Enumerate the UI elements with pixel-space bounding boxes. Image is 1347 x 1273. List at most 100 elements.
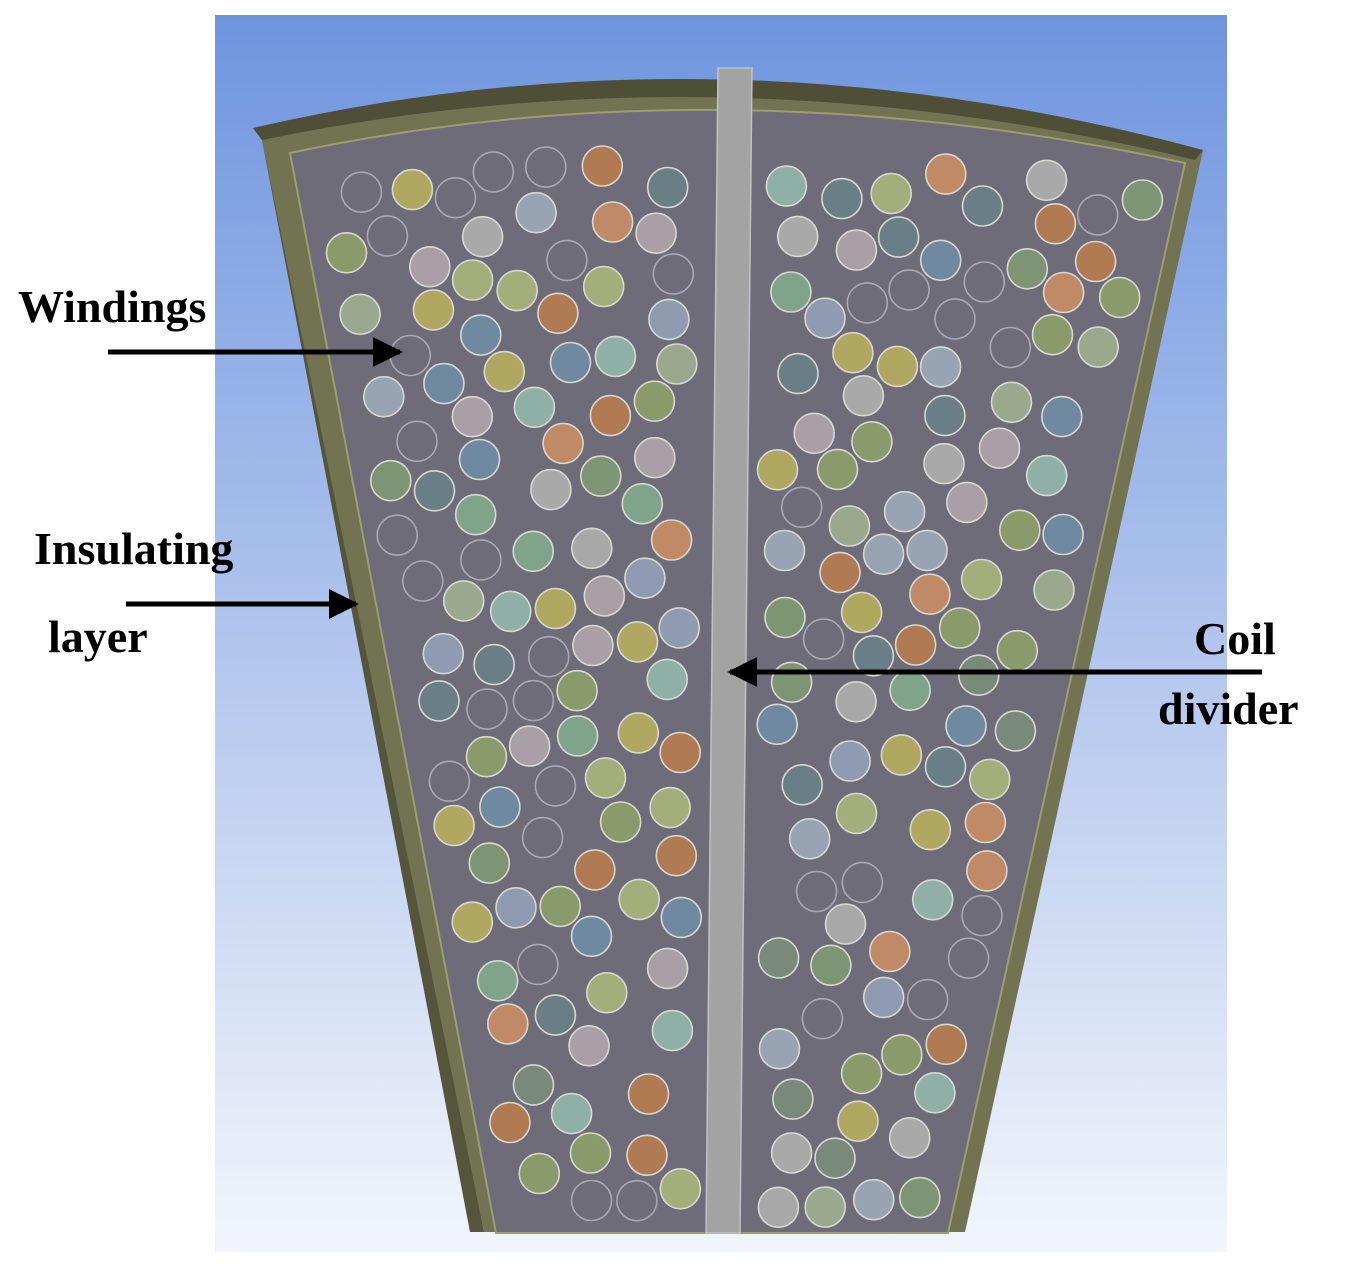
winding-conductor	[616, 621, 659, 663]
winding-conductor	[369, 459, 412, 502]
winding-conductor	[824, 903, 867, 945]
winding-conductor	[648, 298, 690, 341]
winding-conductor	[777, 352, 819, 395]
winding-conductor	[919, 239, 962, 282]
winding-conductor	[513, 386, 556, 429]
winding-conductor	[770, 1132, 813, 1174]
winding-conductor	[512, 530, 555, 573]
winding-conductor	[888, 1117, 931, 1159]
coil-divider-label-line2: divider	[1158, 683, 1299, 734]
winding-conductor	[660, 896, 703, 939]
winding-conductor	[479, 786, 521, 828]
winding-conductor	[570, 527, 613, 570]
winding-conductor	[835, 792, 878, 835]
winding-conductor	[465, 735, 508, 778]
winding-conductor	[795, 870, 838, 913]
winding-conductor	[460, 539, 502, 581]
winding-conductor	[451, 395, 494, 438]
winding-conductor	[589, 394, 632, 437]
winding-conductor	[556, 715, 599, 757]
winding-conductor	[512, 679, 555, 722]
winding-conductor	[508, 725, 551, 767]
winding-conductor	[624, 557, 666, 600]
winding-conductor	[451, 901, 494, 943]
winding-conductor	[880, 1034, 923, 1076]
winding-conductor	[423, 362, 465, 405]
winding-conductor	[618, 878, 661, 921]
winding-conductor	[626, 1134, 668, 1177]
winding-conductor	[376, 514, 419, 557]
winding-conductor	[651, 1009, 694, 1052]
winding-conductor	[832, 331, 874, 374]
winding-conductor	[542, 422, 584, 465]
coil-divider-label-line1: Coil	[1194, 613, 1276, 664]
winding-conductor	[466, 688, 508, 730]
winding-conductor	[829, 740, 871, 782]
winding-conductor	[998, 509, 1041, 552]
winding-conductor	[968, 758, 1011, 801]
winding-conductor	[802, 618, 845, 660]
winding-conductor	[489, 590, 532, 633]
winding-conductor	[627, 1073, 670, 1115]
winding-conductor	[852, 1178, 895, 1221]
winding-conductor	[906, 978, 949, 1021]
winding-conductor	[635, 212, 677, 254]
winding-conductor	[924, 745, 967, 788]
winding-conductor	[366, 215, 409, 257]
winding-conductor	[938, 607, 981, 649]
winding-conductor	[512, 1064, 555, 1106]
winding-conductor	[801, 997, 844, 1040]
winding-conductor	[819, 551, 861, 594]
winding-conductor	[527, 635, 570, 678]
winding-conductor	[1006, 247, 1049, 290]
winding-conductor	[655, 834, 698, 877]
winding-conductor	[911, 878, 954, 921]
winding-conductor	[804, 297, 846, 340]
winding-conductor	[757, 937, 800, 979]
winding-conductor	[914, 1072, 956, 1114]
winding-conductor	[870, 172, 913, 215]
winding-conductor	[496, 269, 539, 312]
winding-conductor	[325, 232, 368, 274]
winding-conductor	[649, 786, 691, 829]
winding-conductor	[534, 994, 577, 1036]
winding-conductor	[422, 632, 465, 675]
winding-conductor	[978, 427, 1021, 470]
winding-conductor	[582, 265, 625, 308]
winding-conductor	[570, 1179, 613, 1222]
winding-conductor	[1041, 395, 1083, 438]
winding-conductor	[876, 345, 919, 388]
winding-conductor	[570, 915, 613, 958]
winding-conductor	[835, 229, 878, 271]
winding-conductor	[964, 801, 1007, 844]
winding-conductor	[883, 490, 926, 533]
winding-conductor	[539, 885, 582, 928]
winding-conductor	[517, 943, 559, 986]
winding-conductor	[418, 680, 460, 722]
winding-conductor	[814, 1137, 856, 1179]
winding-conductor	[765, 165, 808, 207]
winding-conductor	[924, 153, 967, 195]
winding-conductor	[1121, 179, 1164, 221]
winding-conductor	[924, 394, 966, 437]
winding-conductor	[617, 712, 660, 754]
winding-conductor	[534, 765, 577, 807]
winding-conductor	[837, 1100, 879, 1142]
winding-conductor	[842, 374, 885, 417]
winding-conductor	[433, 804, 475, 847]
winding-conductor	[793, 412, 836, 455]
winding-conductor	[764, 596, 806, 639]
winding-conductor	[461, 215, 504, 258]
winding-conductor	[633, 380, 676, 423]
winding-conductor	[1042, 271, 1085, 314]
winding-conductor	[947, 937, 990, 980]
winding-conductor	[489, 1101, 531, 1144]
winding-conductor	[476, 959, 519, 1002]
winding-conductor	[655, 343, 698, 385]
winding-conductor	[473, 643, 515, 686]
winding-conductor	[339, 293, 381, 336]
winding-conductor	[428, 760, 471, 803]
winding-conductor	[591, 201, 634, 243]
winding-conductor	[451, 259, 494, 301]
winding-conductor	[412, 289, 455, 331]
